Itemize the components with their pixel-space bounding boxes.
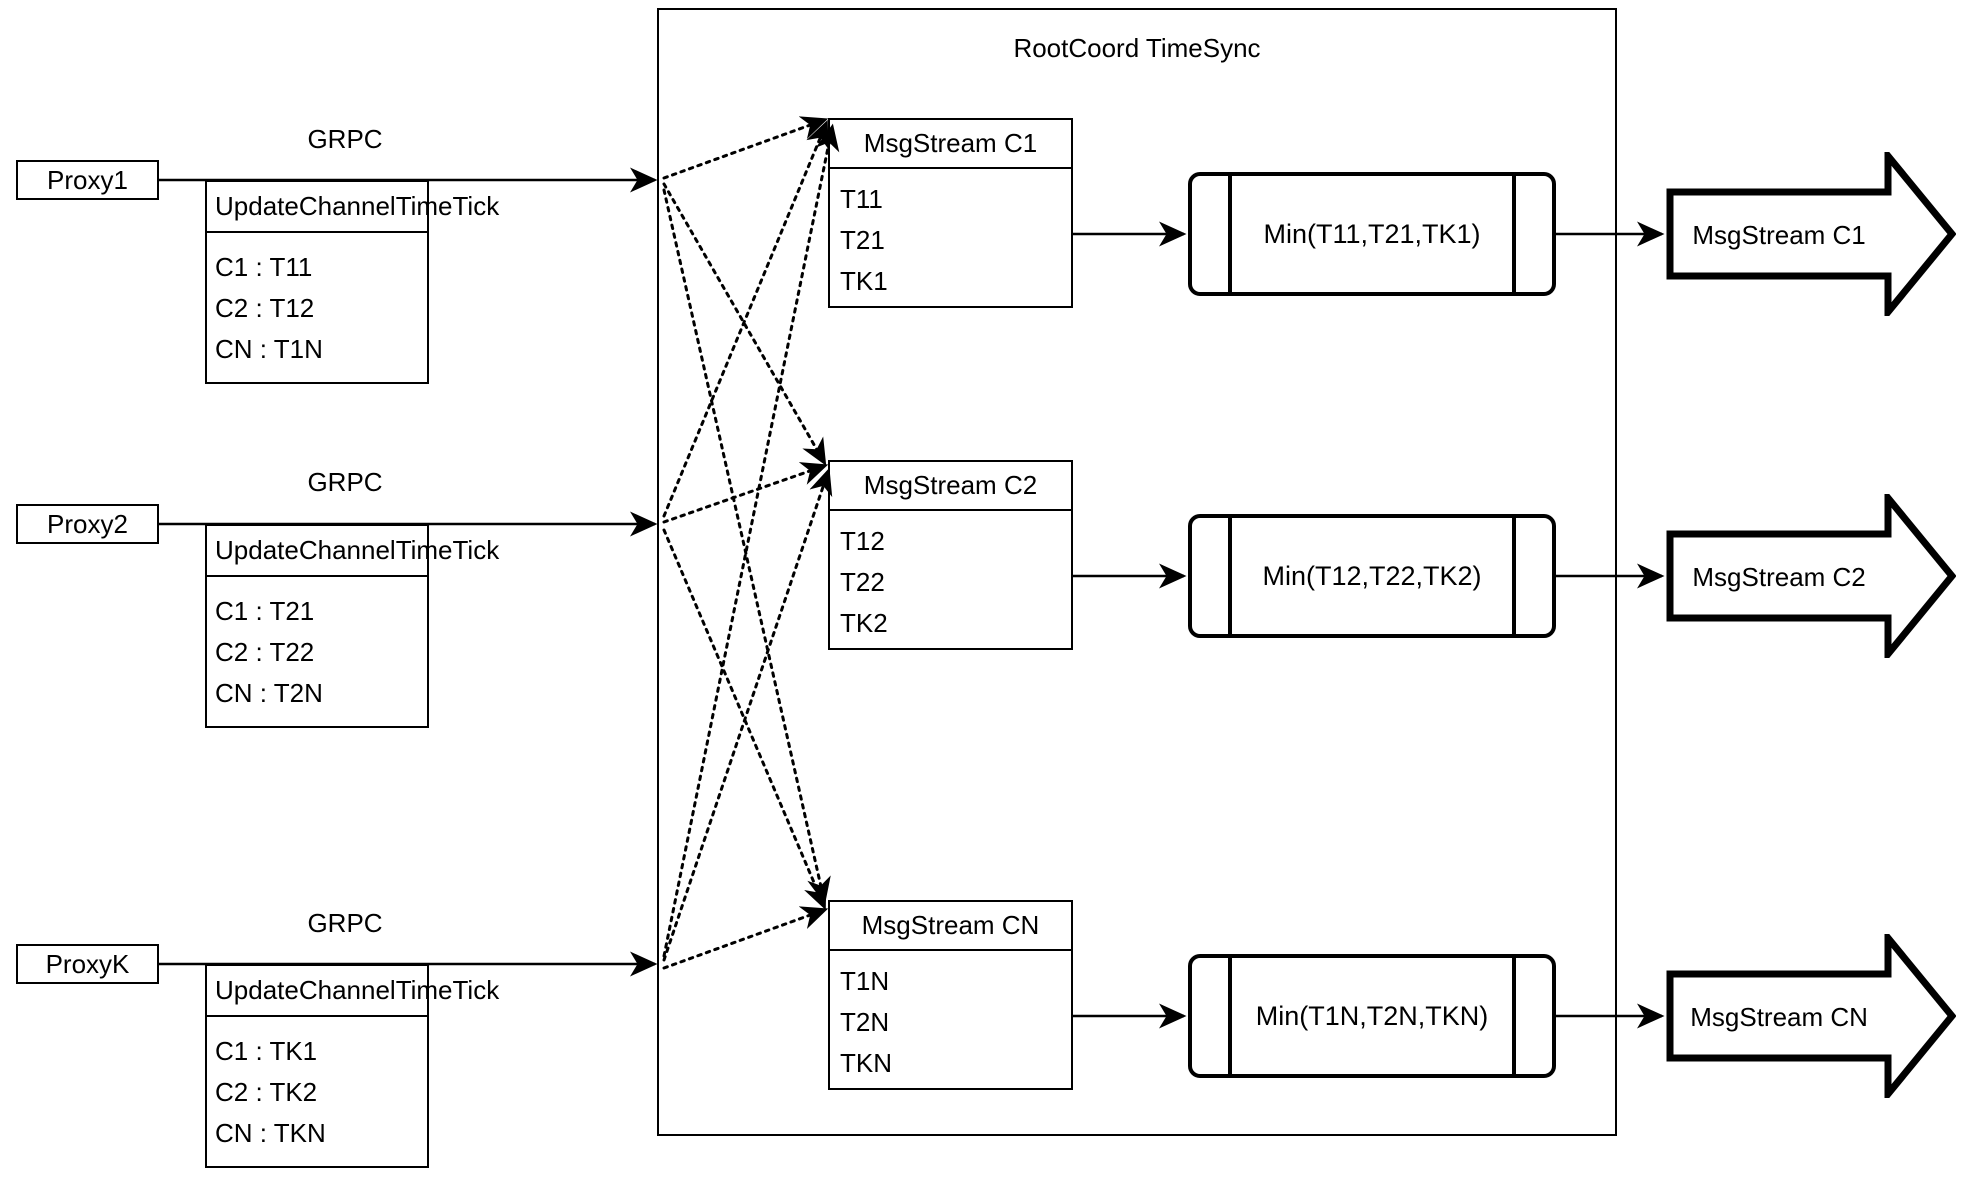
process-bar-left [1228,172,1232,296]
min-reducer-label-3: Min(T1N,T2N,TKN) [1255,1000,1489,1031]
block-arrow-shape-1 [1666,146,1957,322]
grpc-label-3: GRPC [307,908,383,938]
output-block-arrow-2: MsgStream C2 [1666,488,1957,664]
proxy-box-1[interactable]: Proxy1 [16,160,159,200]
msgstream-rows-1: T11 T21 TK1 [830,169,1071,306]
update-channel-timetick-title-3: UpdateChannelTimeTick [207,966,499,1017]
min-reducer-label-2: Min(T12,T22,TK2) [1262,560,1482,591]
process-bar-left [1228,514,1232,638]
msgstream-rows-3: T1N T2N TKN [830,951,1071,1088]
timetick-row: C1 : TK1 [215,1036,318,1066]
update-channel-timetick-table-2: UpdateChannelTimeTick C1 : T21 C2 : T22 … [205,524,499,728]
block-arrow-shape-3 [1666,928,1957,1104]
msgstream-row: T22 [840,567,885,597]
update-channel-timetick-rows-1: C1 : T11 C2 : T12 CN : T1N [207,233,427,382]
output-block-arrow-label-1: MsgStream C1 [1692,220,1866,250]
timetick-row: C1 : T21 [215,596,315,626]
update-channel-timetick-rows-2: C1 : T21 C2 : T22 CN : T2N [207,577,427,726]
rootcoord-timesync-container [657,8,1617,1136]
msgstream-table-1: MsgStream C1 T11 T21 TK1 [828,118,1073,308]
output-block-arrow-label-2: MsgStream C2 [1692,562,1866,592]
rootcoord-timesync-title: RootCoord TimeSync [1013,33,1261,63]
timetick-row: C2 : T22 [215,637,315,667]
msgstream-rows-2: T12 T22 TK2 [830,511,1071,648]
msgstream-row: TKN [840,1048,892,1078]
timetick-row: CN : TKN [215,1118,326,1148]
process-bar-right [1512,514,1516,638]
timetick-row: C1 : T11 [215,252,313,282]
update-channel-timetick-rows-3: C1 : TK1 C2 : TK2 CN : TKN [207,1017,427,1166]
update-channel-timetick-table-1: UpdateChannelTimeTick C1 : T11 C2 : T12 … [205,180,499,384]
msgstream-table-3: MsgStream CN T1N T2N TKN [828,900,1073,1090]
output-block-arrow-1: MsgStream C1 [1666,146,1957,322]
grpc-label-2: GRPC [307,467,383,497]
msgstream-row: TK1 [840,266,888,296]
process-bar-right [1512,172,1516,296]
msgstream-title-1: MsgStream C1 [830,120,1071,169]
min-reducer-label-1: Min(T11,T21,TK1) [1263,218,1481,249]
process-bar-left [1228,954,1232,1078]
grpc-label-1: GRPC [307,124,383,154]
min-reducer-1: Min(T11,T21,TK1) [1188,172,1556,296]
timetick-row: C2 : TK2 [215,1077,318,1107]
msgstream-row: T21 [840,225,885,255]
msgstream-row: T2N [840,1007,890,1037]
msgstream-table-2: MsgStream C2 T12 T22 TK2 [828,460,1073,650]
msgstream-row: T12 [840,526,885,556]
timetick-row: CN : T2N [215,678,323,708]
msgstream-title-3: MsgStream CN [830,902,1071,951]
timetick-row: C2 : T12 [215,293,315,323]
min-reducer-2: Min(T12,T22,TK2) [1188,514,1556,638]
process-bar-right [1512,954,1516,1078]
output-block-arrow-3: MsgStream CN [1666,928,1957,1104]
update-channel-timetick-title-2: UpdateChannelTimeTick [207,526,499,577]
min-reducer-3: Min(T1N,T2N,TKN) [1188,954,1556,1078]
msgstream-row: T1N [840,966,890,996]
output-block-arrow-label-3: MsgStream CN [1690,1002,1868,1032]
update-channel-timetick-table-3: UpdateChannelTimeTick C1 : TK1 C2 : TK2 … [205,964,499,1168]
msgstream-row: TK2 [840,608,888,638]
block-arrow-shape-2 [1666,488,1957,664]
timetick-row: CN : T1N [215,334,323,364]
msgstream-title-2: MsgStream C2 [830,462,1071,511]
proxy-box-3[interactable]: ProxyK [16,944,159,984]
proxy-box-2[interactable]: Proxy2 [16,504,159,544]
update-channel-timetick-title-1: UpdateChannelTimeTick [207,182,499,233]
msgstream-row: T11 [840,184,883,214]
